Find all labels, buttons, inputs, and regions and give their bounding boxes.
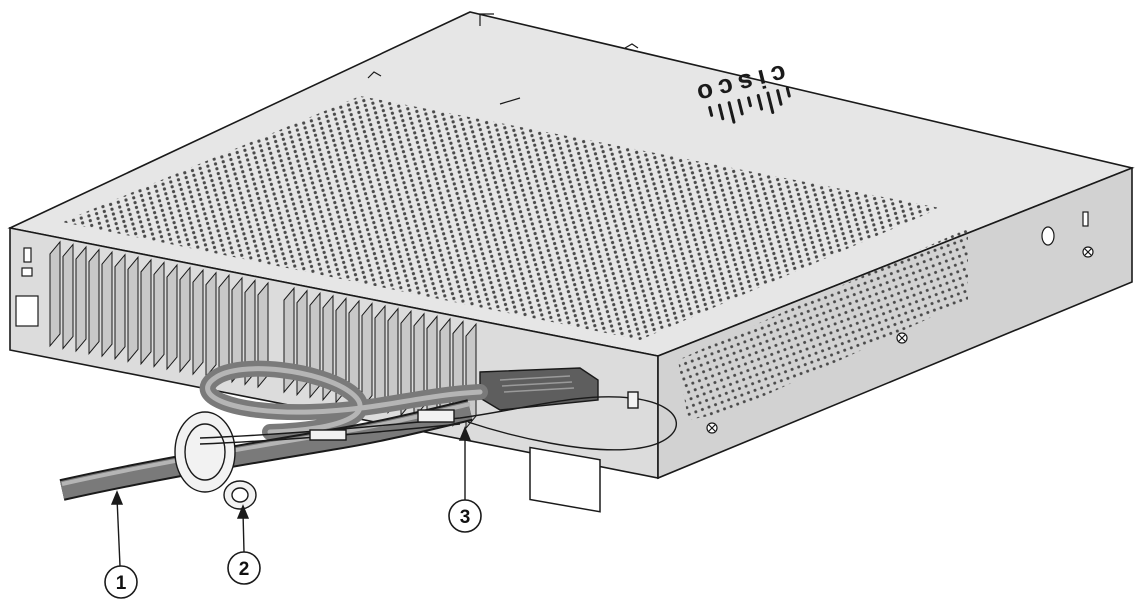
heatsink-fin xyxy=(62,243,74,350)
heatsink-fin xyxy=(49,240,61,348)
heatsink-fin xyxy=(205,271,217,379)
callout-3-label: 3 xyxy=(460,507,471,528)
heatsink-fin xyxy=(75,245,87,353)
cable-tie-loop xyxy=(199,391,677,451)
heatsink-fin xyxy=(218,273,230,381)
callout-leaders xyxy=(110,426,472,567)
callout-2-label: 2 xyxy=(239,559,250,580)
side-vent-grid xyxy=(678,228,968,420)
power-inlet xyxy=(529,446,601,513)
callout-3: 3 xyxy=(448,499,482,533)
top-alignment-marks xyxy=(367,13,639,105)
cable-coil xyxy=(199,360,488,440)
heatsink-fin xyxy=(153,261,165,368)
heatsink-fin xyxy=(374,304,386,412)
callout-2: 2 xyxy=(227,551,261,585)
callout-1: 1 xyxy=(104,565,138,599)
heatsink-fin xyxy=(101,250,113,358)
heatsink-fin xyxy=(140,258,152,366)
heatsink-fin xyxy=(114,253,126,361)
top-vent-grid xyxy=(62,96,940,340)
cable-retainer-ring xyxy=(174,411,257,510)
heatsink-fin xyxy=(166,263,178,371)
security-lock-slot xyxy=(15,247,39,327)
callout-1-label: 1 xyxy=(116,573,127,594)
heatsink-fin xyxy=(361,302,373,409)
heatsink-fin xyxy=(192,268,204,376)
side-screws xyxy=(706,211,1094,434)
heatsink-fin xyxy=(127,255,139,363)
heatsink-fin xyxy=(179,266,191,373)
heatsink-fin xyxy=(88,248,100,355)
